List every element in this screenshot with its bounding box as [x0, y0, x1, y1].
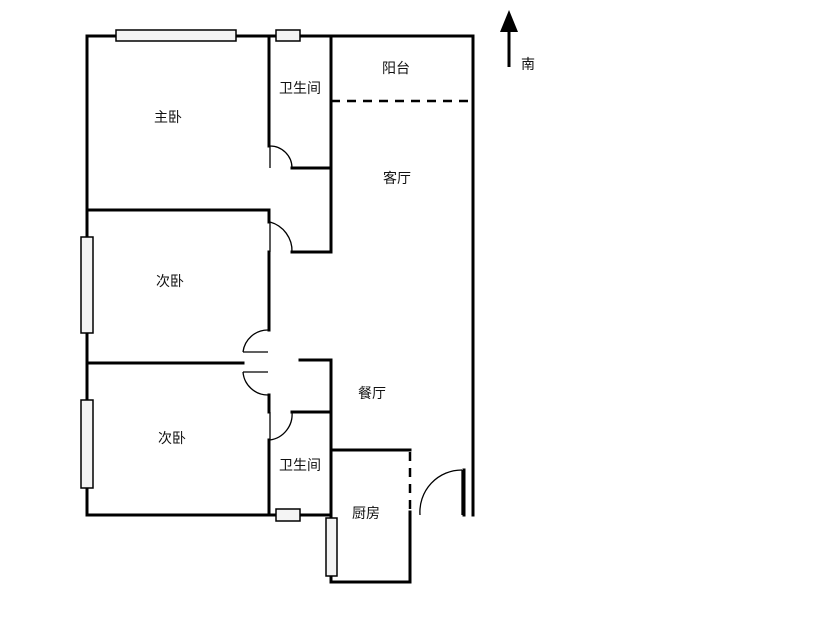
- label-balcony: 阳台: [382, 61, 410, 77]
- door-entrance: [419, 469, 463, 516]
- label-bathroom-bottom: 卫生间: [279, 458, 321, 474]
- door-corridor-top: [269, 221, 293, 253]
- window-bathroom-bottom: [275, 508, 301, 522]
- walls: [85, 34, 475, 584]
- label-second-bedroom-bottom: 次卧: [158, 431, 186, 447]
- window-master-bedroom: [115, 29, 237, 42]
- label-second-bedroom-top: 次卧: [156, 274, 184, 290]
- label-living-room: 客厅: [383, 170, 411, 187]
- dashed-boundaries: [331, 99, 473, 512]
- window-kitchen: [325, 517, 338, 577]
- window-bathroom-top: [275, 29, 301, 42]
- room-labels: 主卧 卫生间 阳台 客厅 次卧 餐厅 次卧 卫生间 厨房: [154, 61, 411, 522]
- compass-label: 南: [521, 57, 535, 73]
- label-bathroom-top: 卫生间: [279, 81, 321, 97]
- north-arrow-icon: [500, 10, 518, 67]
- label-dining-room: 餐厅: [358, 386, 386, 402]
- label-master-bedroom: 主卧: [154, 110, 182, 126]
- door-master-bedroom: [269, 145, 293, 169]
- windows: [80, 29, 338, 577]
- window-second-bedroom-top: [80, 236, 94, 334]
- door-bathroom-bottom: [269, 411, 293, 441]
- window-second-bedroom-bottom: [80, 399, 94, 489]
- door-second-bedroom-bottom: [242, 371, 269, 396]
- label-kitchen: 厨房: [352, 506, 380, 522]
- door-second-bedroom-top: [242, 329, 269, 353]
- doors: [242, 145, 463, 516]
